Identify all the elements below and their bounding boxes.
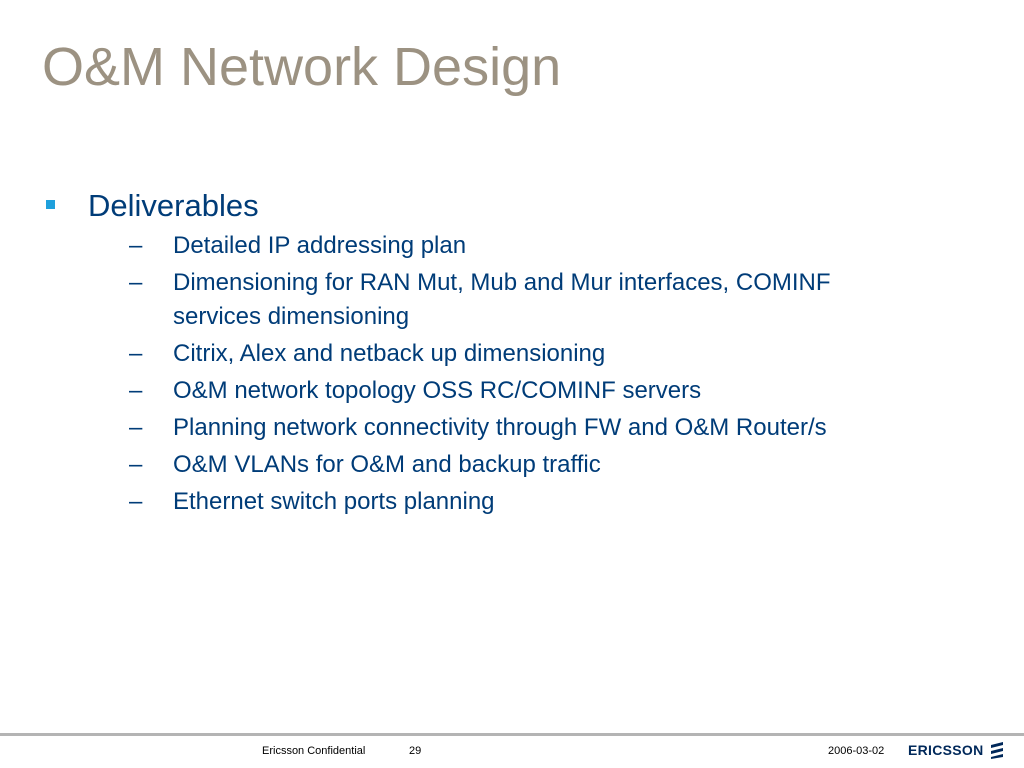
list-item: – Planning network connectivity through … xyxy=(129,411,906,445)
dash-marker: – xyxy=(129,269,143,296)
list-item: – O&M network topology OSS RC/COMINF ser… xyxy=(129,374,906,408)
list-item: – Ethernet switch ports planning xyxy=(129,485,906,519)
ericsson-logo-icon xyxy=(990,742,1003,759)
dash-marker: – xyxy=(129,488,143,515)
list-item: – Citrix, Alex and netback up dimensioni… xyxy=(129,337,906,371)
list-item-text: O&M network topology OSS RC/COMINF serve… xyxy=(173,377,702,404)
logo-text: ERICSSON xyxy=(908,742,984,758)
list-item-text: Citrix, Alex and netback up dimensioning xyxy=(173,340,606,367)
dash-marker: – xyxy=(129,414,143,441)
footer-date: 2006-03-02 xyxy=(828,745,885,757)
square-bullet-icon xyxy=(46,200,55,209)
list-item: – Dimensioning for RAN Mut, Mub and Mur … xyxy=(129,266,906,334)
list-item-text: Detailed IP addressing plan xyxy=(173,232,467,259)
footer-divider xyxy=(0,733,1024,736)
dash-marker: – xyxy=(129,451,143,478)
list-item-text: O&M VLANs for O&M and backup traffic xyxy=(173,451,601,478)
bullet-text: Deliverables xyxy=(88,188,259,223)
bullet-deliverables: Deliverables xyxy=(46,186,906,226)
list-item-text: Dimensioning for RAN Mut, Mub and Mur in… xyxy=(173,269,831,330)
dash-marker: – xyxy=(129,340,143,367)
list-item: – O&M VLANs for O&M and backup traffic xyxy=(129,448,906,482)
list-item: – Detailed IP addressing plan xyxy=(129,229,906,263)
deliverables-list: – Detailed IP addressing plan – Dimensio… xyxy=(46,229,906,519)
dash-marker: – xyxy=(129,377,143,404)
slide-title: O&M Network Design xyxy=(42,37,562,97)
footer-confidential: Ericsson Confidential xyxy=(262,745,366,757)
footer-page-number: 29 xyxy=(409,745,422,757)
list-item-text: Ethernet switch ports planning xyxy=(173,488,495,515)
slide-content: Deliverables – Detailed IP addressing pl… xyxy=(46,186,906,522)
dash-marker: – xyxy=(129,232,143,259)
list-item-text: Planning network connectivity through FW… xyxy=(173,414,827,441)
ericsson-logo: ERICSSON xyxy=(908,741,1004,759)
